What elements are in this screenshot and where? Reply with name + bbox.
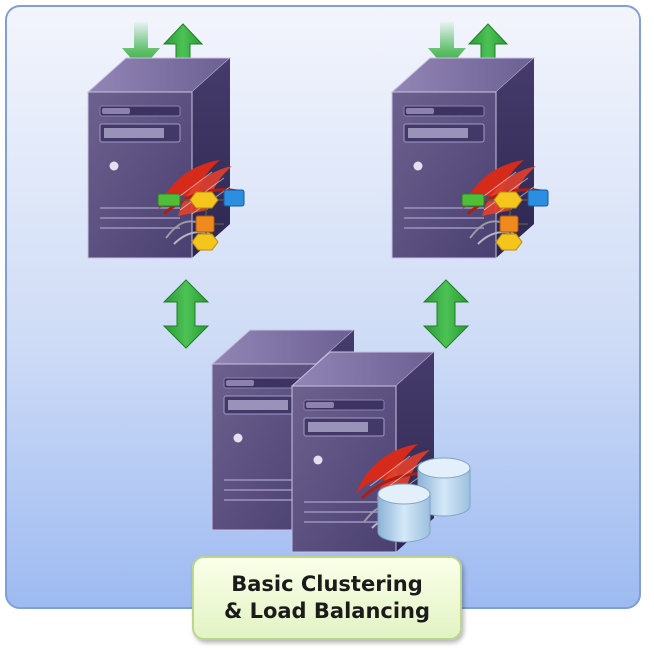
top-left-server-icon [87, 57, 245, 259]
database-cluster-icon [211, 329, 471, 553]
caption-line-2: & Load Balancing [223, 599, 431, 623]
caption-box: Basic Clustering & Load Balancing [192, 556, 462, 640]
caption-line-1: Basic Clustering [231, 572, 423, 596]
top-right-server-icon [391, 57, 549, 259]
database-disk-icon [377, 483, 431, 543]
